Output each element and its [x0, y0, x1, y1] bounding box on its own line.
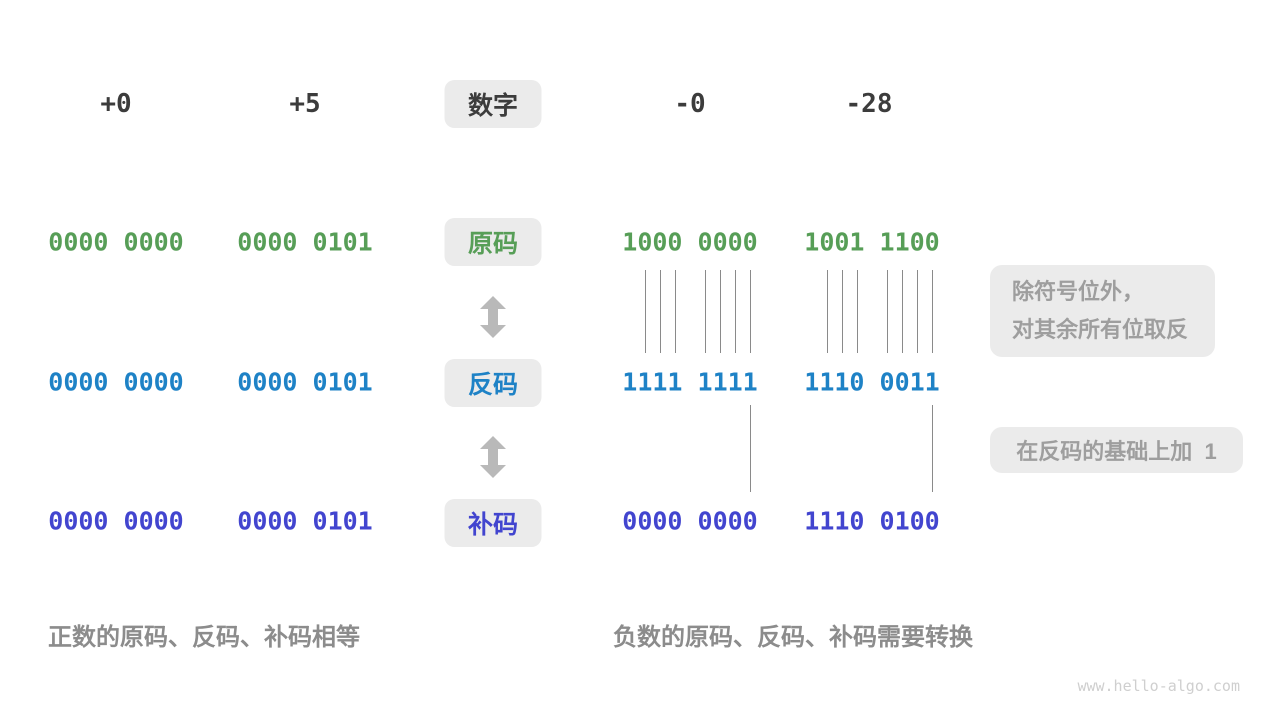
column-header-minus-28: -28 — [845, 89, 893, 119]
bit-tick-line — [704, 270, 706, 353]
invert-note-line1: 除符号位外， — [1012, 279, 1145, 304]
bit-tick-line — [826, 270, 828, 353]
twos-complement-value-minus28: 1110 0100 — [804, 506, 940, 536]
up-down-arrow-icon — [480, 436, 506, 478]
bit-tick-line — [931, 270, 933, 353]
row-label-ones-complement: 反码 — [444, 359, 542, 407]
invert-bit-lines-minus0 — [622, 270, 758, 353]
bit-tick-line — [841, 270, 843, 353]
invert-note-line2: 对其余所有位取反 — [1012, 317, 1189, 342]
bit-tick-line — [916, 270, 918, 353]
bit-tick-line — [886, 270, 888, 353]
bit-tick-line — [644, 270, 646, 353]
watermark: www.hello-algo.com — [1077, 677, 1240, 695]
invert-bit-lines-minus28 — [804, 270, 940, 353]
twos-complement-value-minus0: 0000 0000 — [622, 506, 758, 536]
add-one-note: 在反码的基础上加 1 — [990, 427, 1243, 473]
sign-magnitude-value-plus5: 0000 0101 — [237, 227, 373, 257]
row-label-twos-complement: 补码 — [444, 499, 542, 547]
invert-note: 除符号位外， 对其余所有位取反 — [990, 265, 1215, 357]
ones-complement-value-plus5: 0000 0101 — [237, 367, 373, 397]
add-one-line-minus28 — [804, 405, 940, 492]
bit-tick-line — [901, 270, 903, 353]
bit-tick-line — [674, 270, 676, 353]
row-label-number: 数字 — [444, 80, 542, 128]
up-down-arrow-icon — [480, 296, 506, 338]
ones-complement-value-minus0: 1111 1111 — [622, 367, 758, 397]
caption-positive: 正数的原码、反码、补码相等 — [48, 624, 360, 651]
caption-negative: 负数的原码、反码、补码需要转换 — [613, 624, 973, 651]
sign-magnitude-value-minus28: 1001 1100 — [804, 227, 940, 257]
column-header-minus-0: -0 — [674, 89, 706, 119]
sign-magnitude-value-plus0: 0000 0000 — [48, 227, 184, 257]
bit-tick-line — [856, 270, 858, 353]
ones-complement-value-plus0: 0000 0000 — [48, 367, 184, 397]
bit-tick-line — [749, 405, 751, 492]
bit-tick-line — [749, 270, 751, 353]
bit-tick-line — [719, 270, 721, 353]
sign-magnitude-value-minus0: 1000 0000 — [622, 227, 758, 257]
row-label-sign-magnitude: 原码 — [444, 218, 542, 266]
column-header-plus-0: +0 — [100, 89, 132, 119]
column-header-plus-5: +5 — [289, 89, 321, 119]
twos-complement-value-plus5: 0000 0101 — [237, 506, 373, 536]
bit-tick-line — [659, 270, 661, 353]
bit-tick-line — [931, 405, 933, 492]
twos-complement-value-plus0: 0000 0000 — [48, 506, 184, 536]
ones-complement-value-minus28: 1110 0011 — [804, 367, 940, 397]
bit-tick-line — [734, 270, 736, 353]
add-one-line-minus0 — [622, 405, 758, 492]
